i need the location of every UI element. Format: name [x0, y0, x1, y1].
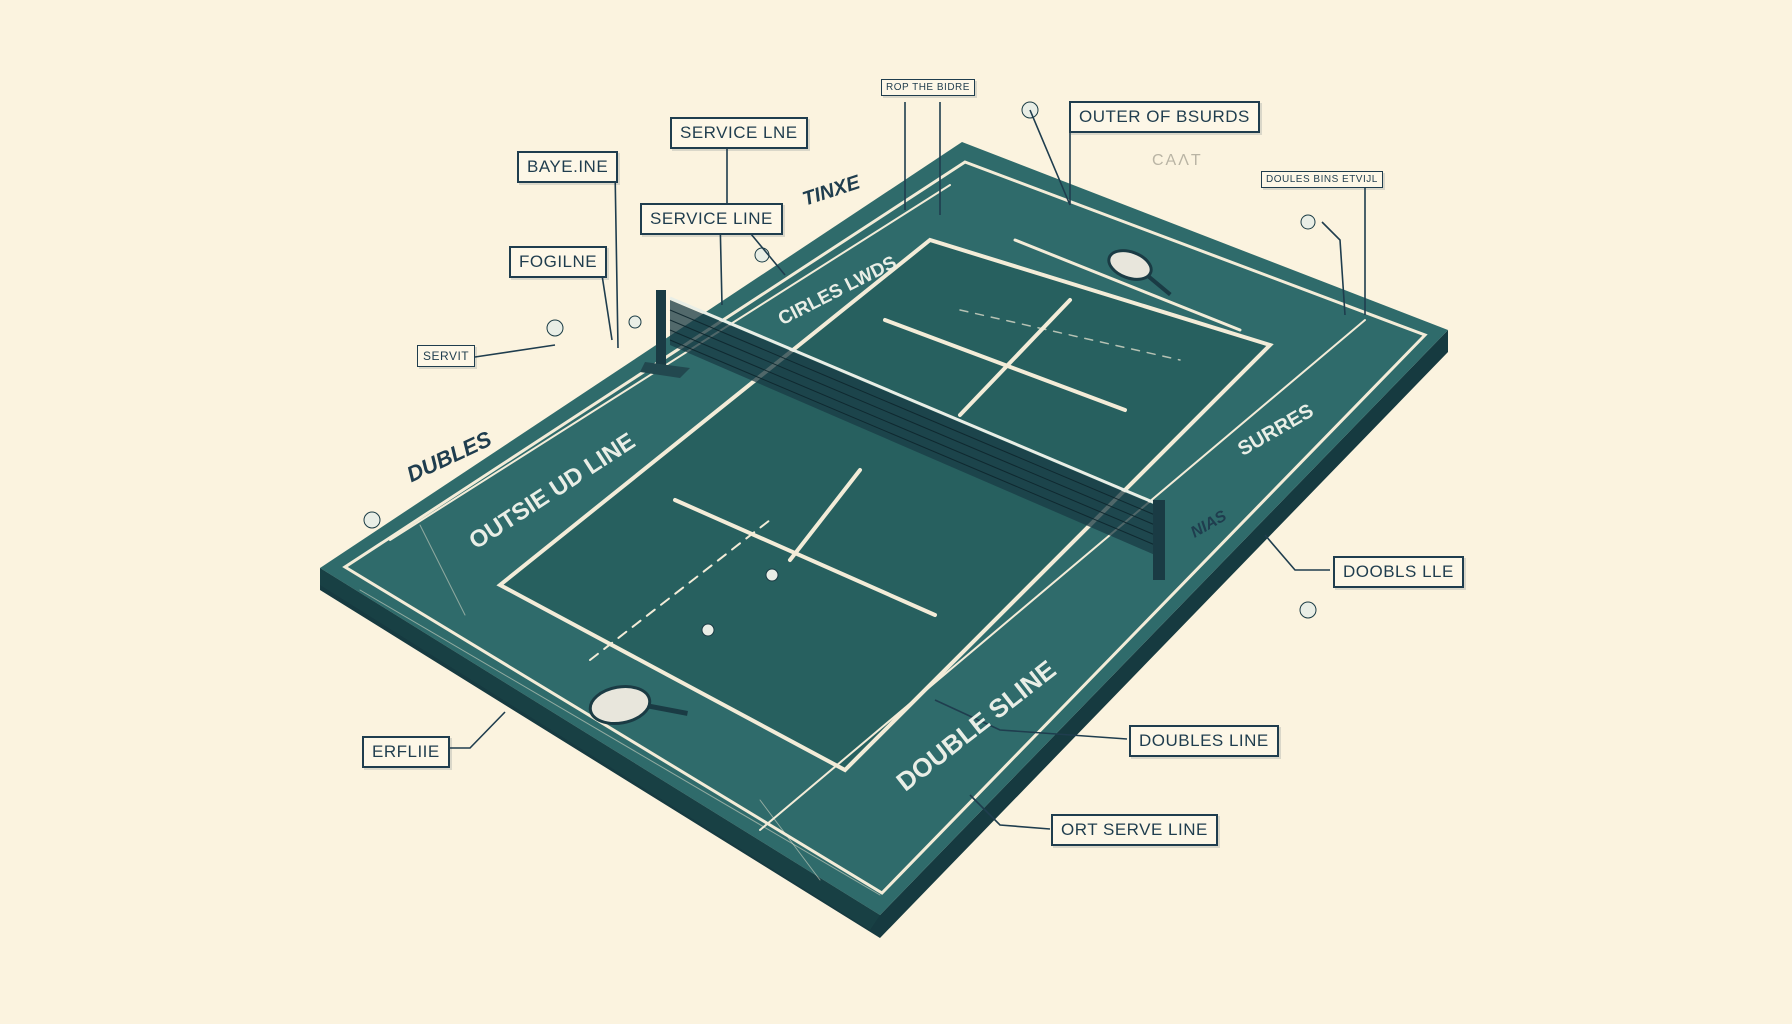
label-doubles-line: DOUBLES LINE [1129, 725, 1279, 757]
label-outer-of-bsurds: OUTER OF BSURDS [1069, 101, 1260, 133]
service-line-near [673, 498, 937, 617]
tennis-net [640, 290, 1165, 580]
dashed-far-line [959, 309, 1181, 361]
service-line-far [883, 318, 1127, 412]
ball [701, 623, 715, 637]
label-rop-the-bidre: ROP THE BIDRE [881, 79, 975, 96]
net-mesh [670, 300, 1155, 555]
thin-line-3 [759, 799, 821, 881]
center-service-line-far [958, 298, 1072, 417]
net-post-right [1153, 500, 1165, 580]
ball [754, 247, 770, 263]
net-top-band [669, 296, 1156, 505]
racket-far [1107, 249, 1172, 297]
text-cant: CAɅT [1152, 152, 1203, 169]
ball [363, 511, 381, 529]
label-ort-serve-line: ORT SERVE LINE [1051, 814, 1218, 846]
singles-court-area [500, 240, 1270, 770]
ball [1299, 601, 1317, 619]
court-shadow [320, 568, 880, 930]
label-erflie: ERFLIIE [362, 736, 450, 768]
label-servit: SERVIT [417, 345, 476, 367]
ball [628, 315, 642, 329]
label-bayeline: BAYE.INE [517, 151, 619, 183]
racket-near [588, 685, 688, 725]
net-post-left [656, 290, 666, 368]
ball [765, 568, 779, 582]
doubles-sideline-right [759, 319, 1366, 831]
thin-line-2 [419, 524, 466, 616]
label-service-line-2: SERVICE LINE [640, 203, 783, 235]
label-doules-bins: DOULES BINS ETVIJL [1261, 171, 1383, 188]
doubles-sideline-left [389, 184, 951, 541]
outer-boundary-line [342, 160, 1428, 895]
net-post-base-left [640, 362, 690, 378]
label-fogiline: FOGILNE [509, 246, 608, 278]
ball [546, 319, 564, 337]
dashed-center-line [589, 519, 771, 661]
label-service-line-1: SERVICE LNE [670, 117, 808, 149]
inner-line-far [1013, 238, 1242, 332]
balls [363, 101, 1317, 637]
ball [1300, 214, 1316, 230]
center-service-line-near [788, 468, 862, 562]
label-doobls-lle: DOOBLS LLE [1333, 556, 1464, 588]
court-lines [342, 160, 1428, 896]
